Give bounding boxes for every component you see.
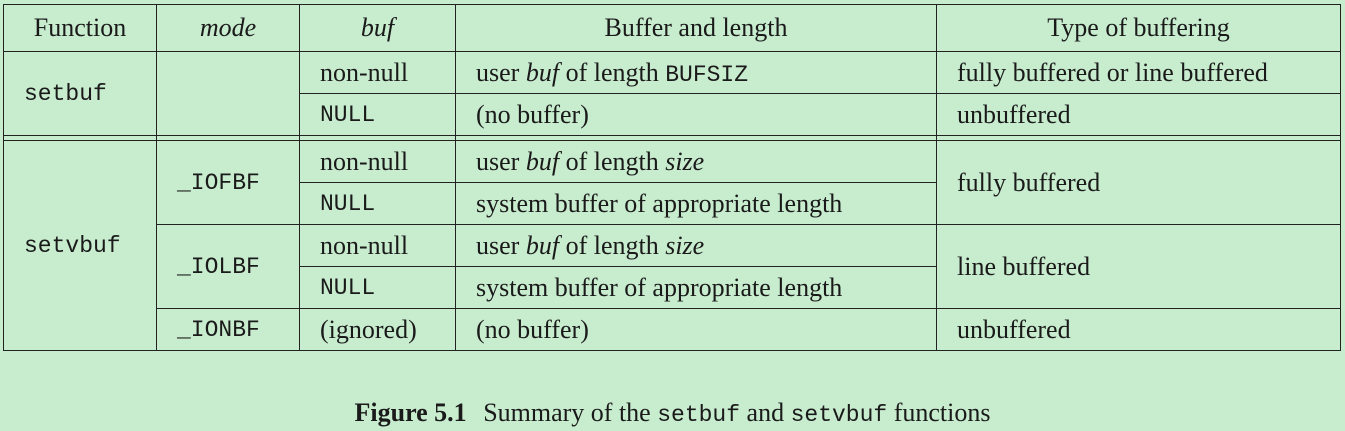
table-row: NULL system buffer of appropriate length [4,266,1341,309]
mode-iofbf: _IOFBF [156,140,300,225]
type-cell: unbuffered [936,308,1341,351]
buffer-text: user [476,146,520,176]
header-function: Function [3,4,157,52]
type-cell: unbuffered [936,93,1341,136]
buffer-cell: user buf of length size [455,224,937,267]
buffer-cell: (no buffer) [455,93,937,136]
figure-caption: Figure 5.1 Summary of the setbuf and set… [0,398,1345,428]
buffer-size-mono: BUFSIZ [665,61,749,88]
type-cell: fully buffered or line buffered [936,51,1341,94]
buffer-buf-italic: buf [525,146,560,176]
buffer-text: user [476,230,520,260]
buffer-text: of length [565,146,659,176]
type-cell: line buffered [936,224,1341,309]
table-row: NULL (no buffer) unbuffered [4,93,1341,136]
mode-iolbf: _IOLBF [156,224,300,309]
buffer-text: of length [565,57,659,87]
header-buffer-length: Buffer and length [455,4,937,52]
buffer-cell: user buf of length BUFSIZ [455,51,937,94]
caption-fn-setvbuf: setvbuf [790,402,888,428]
buf-cell: non-null [299,140,456,183]
table-row: _IOLBF non-null user buf of length size … [4,224,1341,309]
function-setbuf: setbuf [3,51,157,136]
buffer-cell: (no buffer) [455,308,937,351]
type-cell: fully buffered [936,140,1341,225]
buf-cell: NULL [299,93,456,136]
buffer-cell: user buf of length size [455,140,937,183]
header-row: Function mode buf Buffer and length Type… [3,4,1341,52]
caption-text: and [746,398,785,427]
buf-cell: NULL [299,182,456,225]
buffer-size-italic: size [665,146,705,176]
buffer-text: user [476,57,520,87]
caption-text: functions [893,398,991,427]
buffer-size-italic: size [665,230,705,260]
buffer-cell: system buffer of appropriate length [455,182,937,225]
figure-label: Figure 5.1 [354,398,467,427]
buf-cell: NULL [299,266,456,309]
buffer-cell: system buffer of appropriate length [455,266,937,309]
mode-empty [156,51,300,136]
table-row: setbuf non-null user buf of length BUFSI… [3,51,1341,136]
buffer-buf-italic: buf [525,57,560,87]
caption-fn-setbuf: setbuf [657,402,741,428]
table-row: setvbuf _IOFBF non-null user buf of leng… [3,140,1341,351]
buf-cell: non-null [299,224,456,267]
mode-ionbf: _IONBF [156,308,300,351]
buf-cell: non-null [299,51,456,94]
table-row: NULL system buffer of appropriate length [4,182,1341,225]
function-setvbuf: setvbuf [3,140,157,351]
buf-cell: (ignored) [299,308,456,351]
table-row: _IONBF (ignored) (no buffer) unbuffered [4,308,1341,351]
buffer-text: of length [565,230,659,260]
header-type: Type of buffering [936,4,1341,52]
header-buf: buf [299,4,456,52]
buffer-buf-italic: buf [525,230,560,260]
header-mode: mode [156,4,300,52]
caption-text: Summary of the [483,398,651,427]
buffering-summary-table: Function mode buf Buffer and length Type… [3,4,1341,351]
